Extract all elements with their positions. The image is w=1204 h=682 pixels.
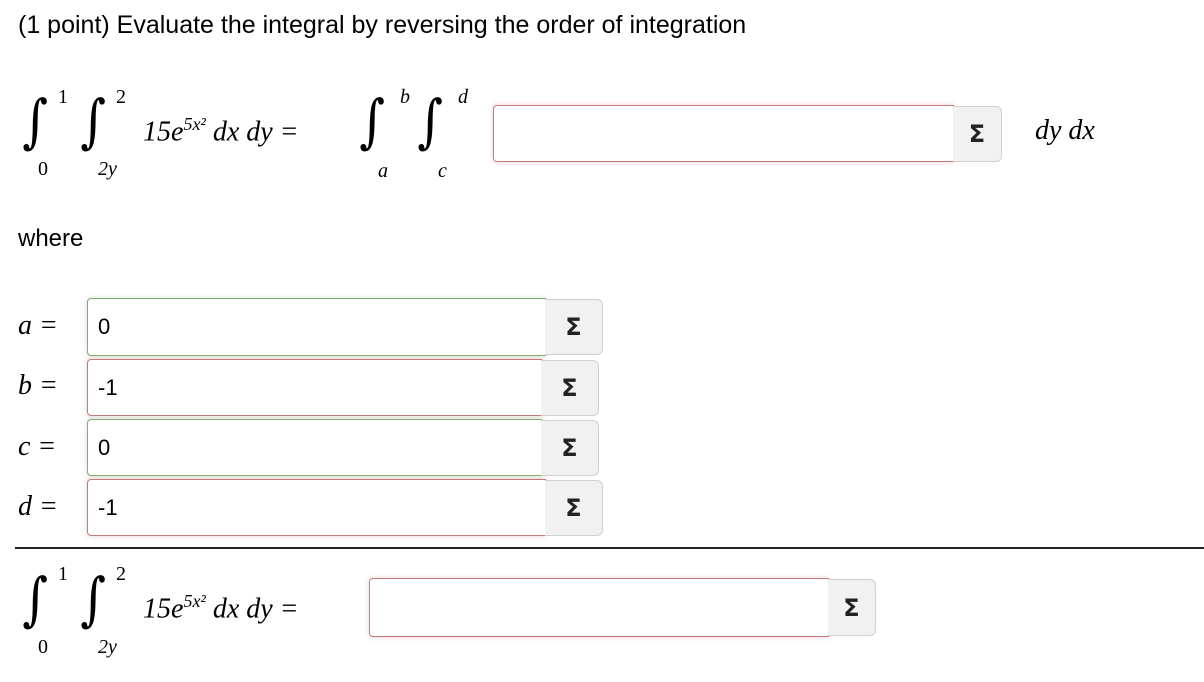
integral-sign: ∫	[22, 565, 48, 633]
differentials: dx dy =	[212, 593, 299, 625]
sigma-icon[interactable]: Σ	[545, 480, 603, 536]
inner-upper-limit: 2	[116, 86, 126, 108]
coefficient: 15e	[143, 116, 184, 148]
rev-inner-upper-limit: d	[458, 86, 468, 108]
exponent: 5x²	[183, 591, 206, 611]
where-label: where	[18, 225, 84, 252]
differentials: dx dy =	[212, 116, 299, 148]
integral-sign: ∫	[80, 565, 106, 633]
integral-sign: ∫	[80, 87, 106, 155]
coefficient: 15e	[143, 593, 184, 625]
b-label: b =	[18, 370, 58, 401]
outer-lower-limit: 0	[38, 158, 48, 180]
sigma-icon[interactable]: Σ	[541, 360, 599, 416]
sigma-icon[interactable]: Σ	[541, 420, 599, 476]
sigma-icon[interactable]: Σ	[545, 299, 603, 355]
rev-inner-lower-limit: c	[438, 160, 447, 182]
outer-upper-limit: 1	[58, 86, 68, 108]
d-input[interactable]	[87, 479, 546, 536]
integral-sign: ∫	[22, 87, 48, 155]
inner-lower-limit: 2y	[98, 158, 117, 180]
integral-sign: ∫	[417, 87, 443, 155]
integrand: 15e5x² dx dy =	[143, 114, 299, 148]
a-input[interactable]	[87, 298, 546, 356]
integrand: 15e5x² dx dy =	[143, 591, 299, 625]
problem-statement: (1 point) Evaluate the integral by rever…	[18, 11, 747, 39]
rev-outer-lower-limit: a	[378, 160, 388, 182]
sigma-icon[interactable]: Σ	[953, 106, 1002, 162]
exponent: 5x²	[183, 114, 206, 134]
c-label: c =	[18, 431, 57, 462]
d-label: d =	[18, 491, 58, 522]
inner-lower-limit: 2y	[98, 636, 117, 658]
a-label: a =	[18, 310, 58, 341]
reversed-differentials: dy dx	[1035, 115, 1095, 146]
outer-lower-limit: 0	[38, 636, 48, 658]
result-input[interactable]	[369, 578, 829, 637]
inner-upper-limit: 2	[116, 563, 126, 585]
c-input[interactable]	[87, 419, 542, 476]
rev-outer-upper-limit: b	[400, 86, 410, 108]
sigma-icon[interactable]: Σ	[828, 579, 876, 636]
integral-sign: ∫	[359, 87, 385, 155]
outer-upper-limit: 1	[58, 563, 68, 585]
divider	[15, 547, 1204, 549]
integrand-input[interactable]	[493, 105, 954, 162]
b-input[interactable]	[87, 359, 542, 416]
